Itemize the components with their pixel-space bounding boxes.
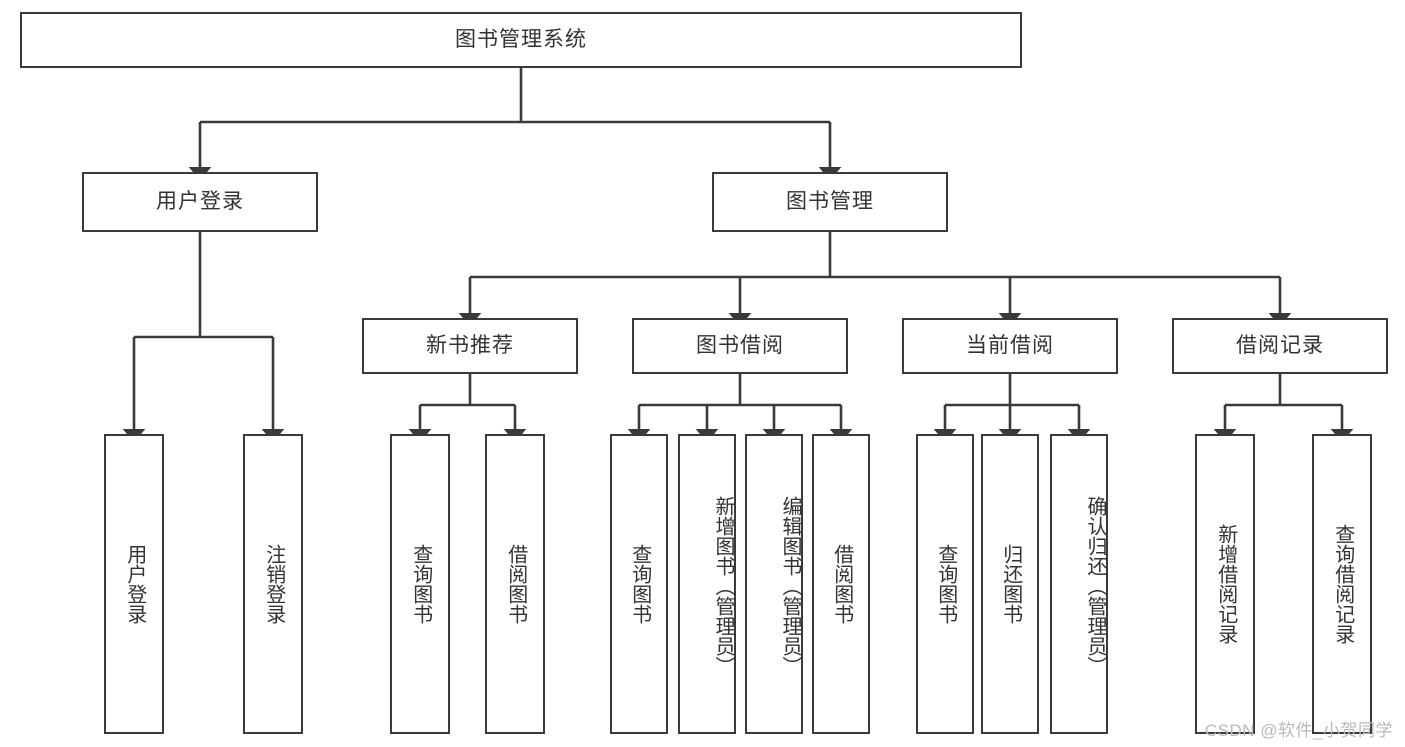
node-book-borrow[interactable]: 图书借阅 bbox=[632, 318, 848, 374]
watermark-label: CSDN @软件_小贺同学 bbox=[1204, 721, 1393, 740]
node-book-manage[interactable]: 图书管理 bbox=[712, 172, 948, 232]
node-root[interactable]: 图书管理系统 bbox=[20, 12, 1022, 68]
node-leaf-add-book[interactable]: 新增图书（管理员） bbox=[678, 434, 736, 734]
node-leaf-confirm-return[interactable]: 确认归还（管理员） bbox=[1050, 434, 1108, 734]
node-leaf-borrow-book-1[interactable]: 借阅图书 bbox=[485, 434, 545, 734]
node-new-book-rec[interactable]: 新书推荐 bbox=[362, 318, 578, 374]
node-leaf-return-book[interactable]: 归还图书 bbox=[981, 434, 1039, 734]
node-borrow-record[interactable]: 借阅记录 bbox=[1172, 318, 1388, 374]
node-leaf-add-record[interactable]: 新增借阅记录 bbox=[1195, 434, 1255, 734]
node-leaf-user-login[interactable]: 用户登录 bbox=[104, 434, 164, 734]
node-leaf-query-book-1[interactable]: 查询图书 bbox=[390, 434, 450, 734]
node-leaf-logout[interactable]: 注销登录 bbox=[243, 434, 303, 734]
node-leaf-borrow-book-2[interactable]: 借阅图书 bbox=[812, 434, 870, 734]
node-leaf-query-book-2[interactable]: 查询图书 bbox=[610, 434, 668, 734]
node-leaf-query-book-3[interactable]: 查询图书 bbox=[916, 434, 974, 734]
node-current-borrow[interactable]: 当前借阅 bbox=[902, 318, 1118, 374]
node-leaf-edit-book[interactable]: 编辑图书（管理员） bbox=[745, 434, 803, 734]
node-user-login[interactable]: 用户登录 bbox=[82, 172, 318, 232]
node-leaf-query-record[interactable]: 查询借阅记录 bbox=[1312, 434, 1372, 734]
